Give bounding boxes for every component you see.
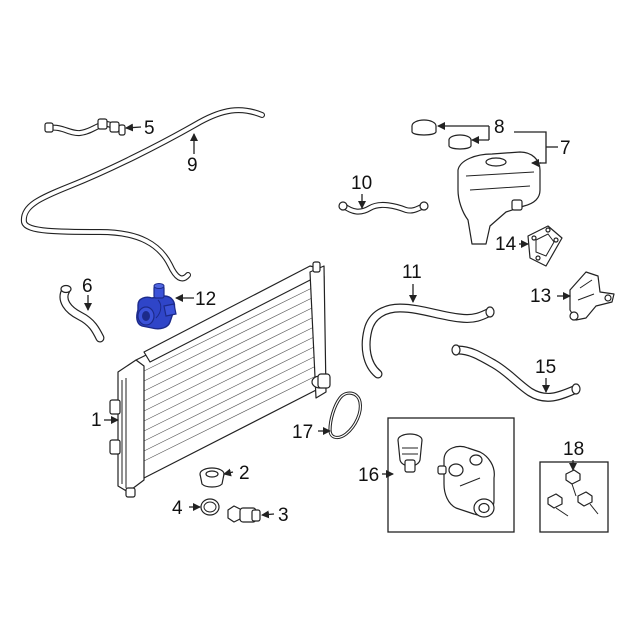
part-16-thermostat-kit[interactable] [387, 417, 515, 533]
callout-18: 18 [563, 439, 584, 460]
callout-1: 1 [91, 410, 102, 431]
thermostat [397, 433, 423, 473]
part-2-insulator[interactable] [199, 467, 225, 488]
thermostat-housing [437, 445, 495, 518]
callout-7: 7 [560, 138, 571, 159]
part-12-auxiliary-water-pump[interactable] [136, 283, 177, 330]
part-10-hose[interactable] [338, 201, 429, 215]
callout-5: 5 [144, 118, 155, 139]
callout-15: 15 [535, 357, 556, 378]
callout-12: 12 [195, 289, 216, 310]
part-8-reservoir-cap[interactable] [411, 119, 472, 150]
bolt-c [577, 491, 599, 515]
part-1-radiator[interactable] [109, 261, 331, 498]
bolt-b [547, 493, 569, 517]
part-4-o-ring[interactable] [200, 498, 220, 516]
part-5-hose-connector[interactable] [44, 118, 126, 137]
part-15-lower-radiator-hose[interactable] [451, 344, 581, 402]
callout-13: 13 [530, 286, 551, 307]
callout-4: 4 [172, 498, 183, 519]
part-7-coolant-reservoir[interactable] [457, 151, 541, 245]
callout-9: 9 [187, 155, 198, 176]
callout-3: 3 [278, 505, 289, 526]
part-11-upper-radiator-hose[interactable] [361, 303, 495, 379]
callout-6: 6 [82, 276, 93, 297]
part-17-gasket[interactable] [328, 391, 362, 440]
callout-16: 16 [358, 465, 379, 486]
leader-lines [84, 122, 577, 519]
part-9-vent-tube[interactable] [20, 107, 265, 282]
callout-2: 2 [239, 463, 250, 484]
part-6-bypass-hose[interactable] [59, 284, 105, 343]
callout-10: 10 [351, 173, 372, 194]
part-18-bolt-set[interactable] [539, 461, 609, 533]
part-14-bracket-plate[interactable] [527, 225, 563, 267]
part-13-mounting-bracket[interactable] [569, 271, 615, 321]
callout-14: 14 [495, 234, 517, 255]
radiator-fins [141, 283, 321, 463]
part-3-drain-plug[interactable] [227, 505, 261, 523]
callout-11: 11 [402, 262, 422, 283]
callout-labels: 5 9 6 12 1 2 4 3 17 10 11 8 7 14 13 15 1… [82, 117, 584, 526]
callout-17: 17 [292, 422, 313, 443]
callout-8: 8 [494, 117, 505, 138]
